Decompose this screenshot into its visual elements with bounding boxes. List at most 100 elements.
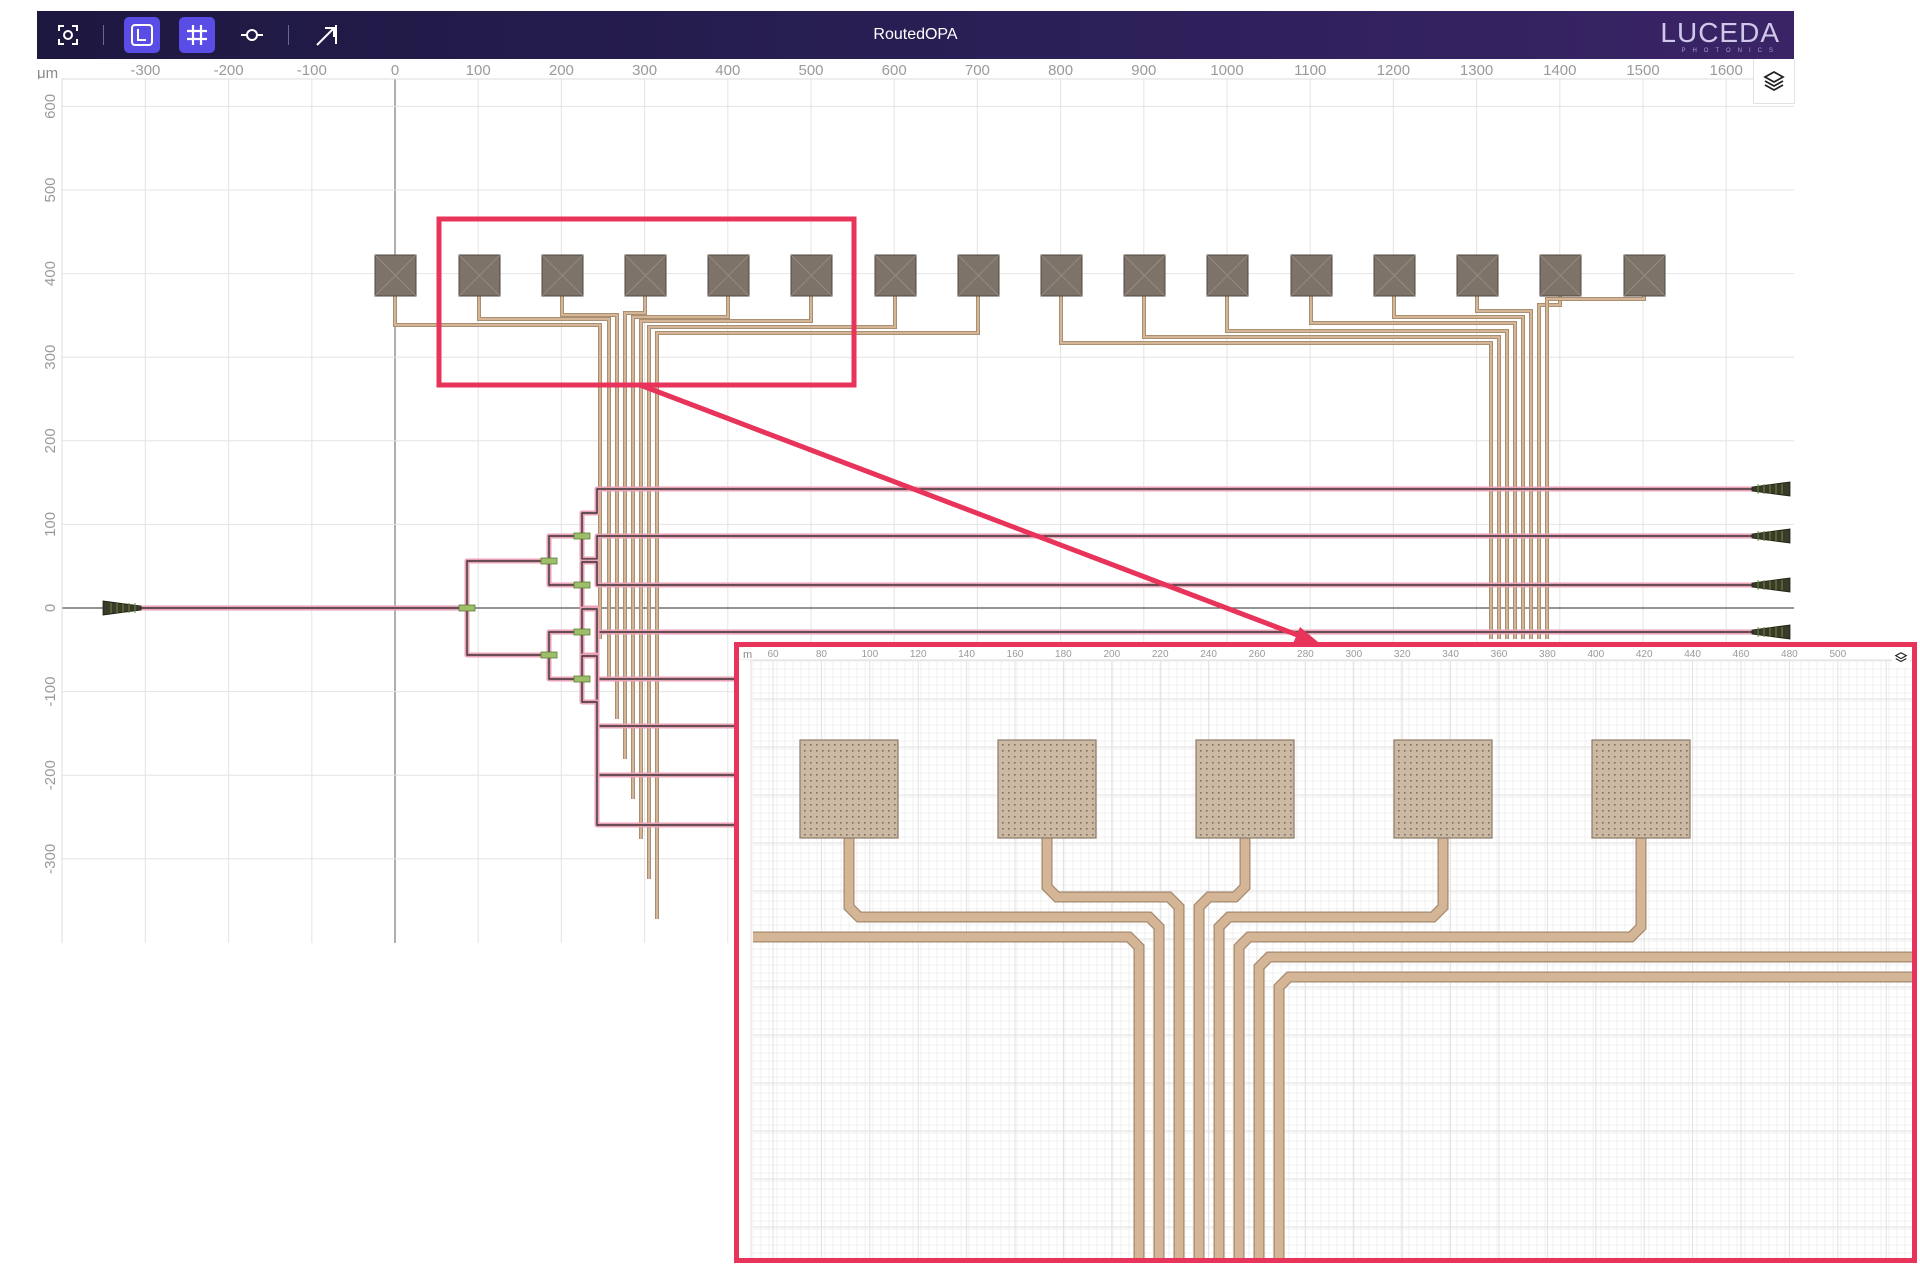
zoom-via: [1440, 828, 1442, 830]
zoom-via: [858, 744, 860, 746]
zoom-via: [852, 834, 854, 836]
zoom-via: [1416, 768, 1418, 770]
zoom-via: [1596, 762, 1598, 764]
zoom-via: [1032, 828, 1034, 830]
zoom-via: [1260, 768, 1262, 770]
zoom-via: [1278, 750, 1280, 752]
zoom-via: [1416, 744, 1418, 746]
zoom-via: [846, 810, 848, 812]
zoom-via: [810, 798, 812, 800]
zoom-x-tick-label: 260: [1249, 649, 1266, 660]
zoom-via: [1242, 804, 1244, 806]
zoom-via: [1602, 834, 1604, 836]
zoom-via: [1020, 786, 1022, 788]
metal-route-right: [1545, 296, 1646, 639]
zoom-bond-pad: [1591, 739, 1691, 839]
zoom-via: [1086, 768, 1088, 770]
zoom-via: [1476, 774, 1478, 776]
zoom-via: [822, 774, 824, 776]
zoom-via: [834, 828, 836, 830]
y-tick-label: 500: [42, 177, 59, 202]
fit-view-button[interactable]: [50, 17, 86, 53]
zoom-via: [1482, 816, 1484, 818]
zoom-via: [1614, 744, 1616, 746]
zoom-via: [870, 786, 872, 788]
zoom-via: [804, 780, 806, 782]
zoom-via: [1422, 822, 1424, 824]
measure-button[interactable]: [308, 17, 344, 53]
zoom-via: [1050, 822, 1052, 824]
zoom-via: [876, 774, 878, 776]
y-tick-label: 0: [42, 604, 59, 612]
zoom-via: [1038, 768, 1040, 770]
zoom-layers-button[interactable]: [1892, 649, 1910, 667]
zoom-via: [894, 828, 896, 830]
zoom-x-tick-label: 180: [1055, 649, 1072, 660]
zoom-via: [810, 804, 812, 806]
zoom-x-tick-label: 420: [1636, 649, 1653, 660]
zoom-via: [1068, 804, 1070, 806]
zoom-via: [834, 750, 836, 752]
layout-view-button[interactable]: [124, 17, 160, 53]
ports-toggle-button[interactable]: [234, 17, 270, 53]
zoom-via: [876, 828, 878, 830]
zoom-via: [1620, 834, 1622, 836]
zoom-via: [840, 774, 842, 776]
zoom-via: [846, 762, 848, 764]
zoom-via: [1050, 744, 1052, 746]
zoom-via: [1248, 810, 1250, 812]
zoom-via: [1650, 792, 1652, 794]
zoom-via: [876, 816, 878, 818]
zoom-route: [1194, 797, 1250, 1258]
zoom-via: [1200, 750, 1202, 752]
metal-route-right: [1309, 296, 1517, 639]
zoom-via: [1422, 834, 1424, 836]
zoom-via: [1674, 798, 1676, 800]
zoom-via: [1068, 774, 1070, 776]
zoom-via: [1074, 762, 1076, 764]
zoom-via: [1254, 786, 1256, 788]
layers-button[interactable]: [1753, 59, 1795, 104]
mmi-splitter: [573, 675, 591, 683]
zoom-via: [894, 810, 896, 812]
zoom-via: [1038, 762, 1040, 764]
zoom-via: [1224, 762, 1226, 764]
zoom-via: [1470, 822, 1472, 824]
zoom-via: [852, 756, 854, 758]
zoom-via: [1266, 828, 1268, 830]
zoom-via: [1440, 762, 1442, 764]
zoom-via: [882, 786, 884, 788]
zoom-via: [828, 798, 830, 800]
zoom-via: [1476, 750, 1478, 752]
zoom-via: [1254, 768, 1256, 770]
zoom-via: [1596, 774, 1598, 776]
zoom-via: [1056, 750, 1058, 752]
zoom-via: [810, 744, 812, 746]
zoom-via: [1446, 822, 1448, 824]
zoom-via: [1452, 762, 1454, 764]
zoom-via: [1272, 834, 1274, 836]
zoom-via: [804, 834, 806, 836]
zoom-via: [1602, 744, 1604, 746]
zoom-via: [1608, 816, 1610, 818]
zoom-via: [852, 750, 854, 752]
zoom-via: [846, 792, 848, 794]
zoom-via: [1242, 822, 1244, 824]
zoom-via: [1656, 780, 1658, 782]
zoom-via: [1422, 810, 1424, 812]
zoom-via: [1284, 810, 1286, 812]
zoom-via: [1032, 822, 1034, 824]
zoom-via: [870, 756, 872, 758]
zoom-via: [804, 786, 806, 788]
zoom-via: [1068, 756, 1070, 758]
zoom-via: [888, 762, 890, 764]
zoom-via: [870, 762, 872, 764]
zoom-via: [1242, 798, 1244, 800]
grid-toggle-button[interactable]: [179, 17, 215, 53]
zoom-via: [894, 798, 896, 800]
zoom-via: [1440, 786, 1442, 788]
mmi-splitter: [540, 651, 558, 659]
zoom-via: [1674, 744, 1676, 746]
zoom-via: [1428, 756, 1430, 758]
zoom-via: [1224, 786, 1226, 788]
